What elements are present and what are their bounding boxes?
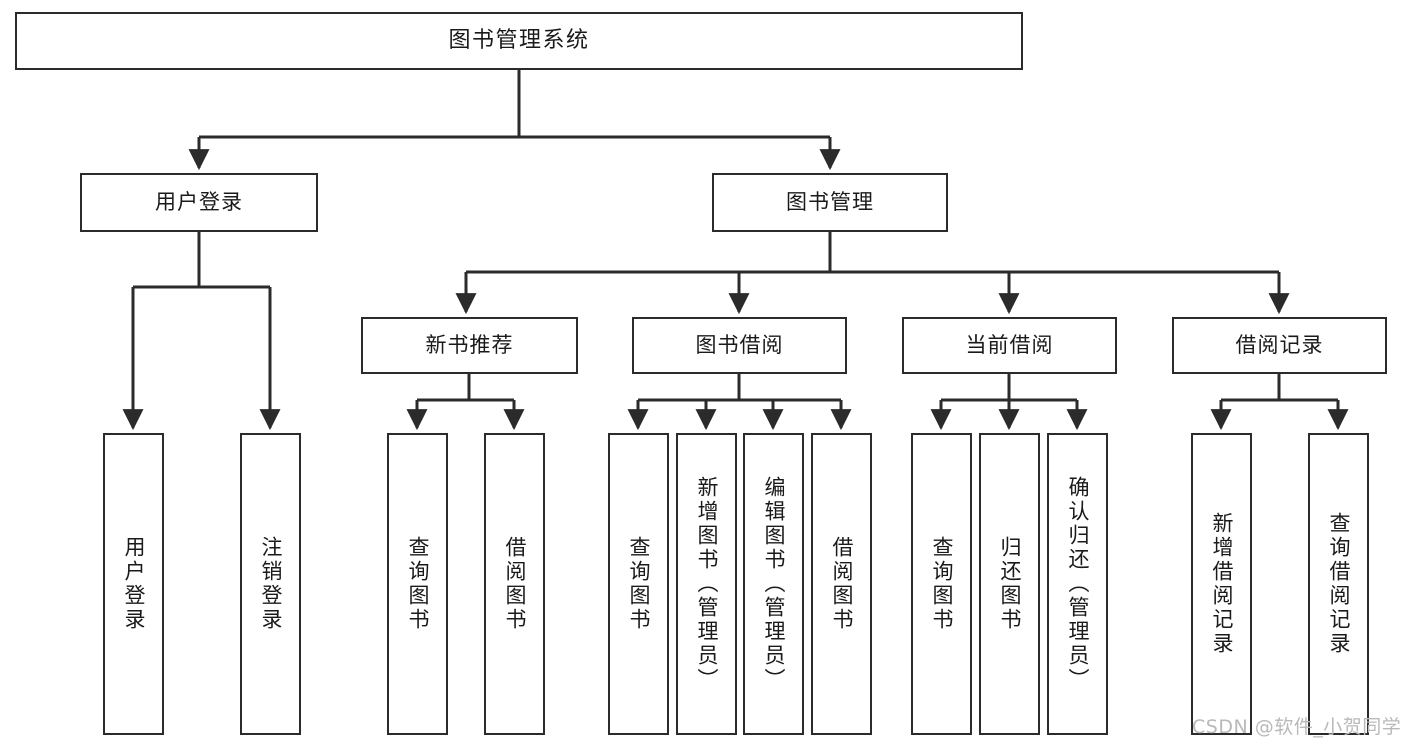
node-label: 借阅图书 xyxy=(503,536,527,632)
node-label: 图书借阅 xyxy=(695,333,784,358)
node-label: 确认归还（管理员） xyxy=(1066,476,1090,692)
node-label: 归还图书 xyxy=(998,536,1022,632)
leaf-borrow-add-book-admin[interactable]: 新增图书（管理员） xyxy=(676,433,737,735)
leaf-borrow-borrow-book[interactable]: 借阅图书 xyxy=(811,433,872,735)
leaf-user-login-logout[interactable]: 注销登录 xyxy=(240,433,301,735)
node-label: 查询图书 xyxy=(406,536,430,632)
node-label: 新书推荐 xyxy=(425,333,514,358)
node-label: 借阅记录 xyxy=(1235,333,1324,358)
node-label: 图书管理 xyxy=(786,190,874,215)
leaf-current-return-book[interactable]: 归还图书 xyxy=(979,433,1040,735)
node-label: 用户登录 xyxy=(122,536,146,632)
node-label: 查询图书 xyxy=(627,536,651,632)
leaf-current-confirm-return-admin[interactable]: 确认归还（管理员） xyxy=(1047,433,1108,735)
leaf-record-query-record[interactable]: 查询借阅记录 xyxy=(1308,433,1369,735)
node-label: 当前借阅 xyxy=(965,333,1054,358)
leaf-current-query-book[interactable]: 查询图书 xyxy=(911,433,972,735)
leaf-borrow-edit-book-admin[interactable]: 编辑图书（管理员） xyxy=(743,433,804,735)
leaf-new-book-query[interactable]: 查询图书 xyxy=(387,433,448,735)
node-label: 注销登录 xyxy=(259,536,283,632)
node-label: 编辑图书（管理员） xyxy=(762,476,786,692)
node-book-management[interactable]: 图书管理 xyxy=(712,173,948,232)
node-borrowing-record[interactable]: 借阅记录 xyxy=(1172,317,1387,374)
leaf-borrow-query-book[interactable]: 查询图书 xyxy=(608,433,669,735)
node-label: 查询借阅记录 xyxy=(1327,512,1351,656)
node-current-borrowing[interactable]: 当前借阅 xyxy=(902,317,1117,374)
node-label: 查询图书 xyxy=(930,536,954,632)
node-new-book-recommendation[interactable]: 新书推荐 xyxy=(361,317,578,374)
leaf-record-add-record[interactable]: 新增借阅记录 xyxy=(1191,433,1252,735)
node-label: 新增图书（管理员） xyxy=(695,476,719,692)
node-book-borrowing[interactable]: 图书借阅 xyxy=(632,317,847,374)
node-label: 新增借阅记录 xyxy=(1210,512,1234,656)
node-label: 图书管理系统 xyxy=(448,28,590,54)
watermark-text: CSDN @软件_小贺同学 xyxy=(1192,716,1402,738)
leaf-new-book-borrow[interactable]: 借阅图书 xyxy=(484,433,545,735)
node-label: 借阅图书 xyxy=(830,536,854,632)
node-root-book-management-system[interactable]: 图书管理系统 xyxy=(15,12,1023,70)
node-label: 用户登录 xyxy=(155,190,243,215)
leaf-user-login-login[interactable]: 用户登录 xyxy=(103,433,164,735)
node-user-login[interactable]: 用户登录 xyxy=(80,173,318,232)
